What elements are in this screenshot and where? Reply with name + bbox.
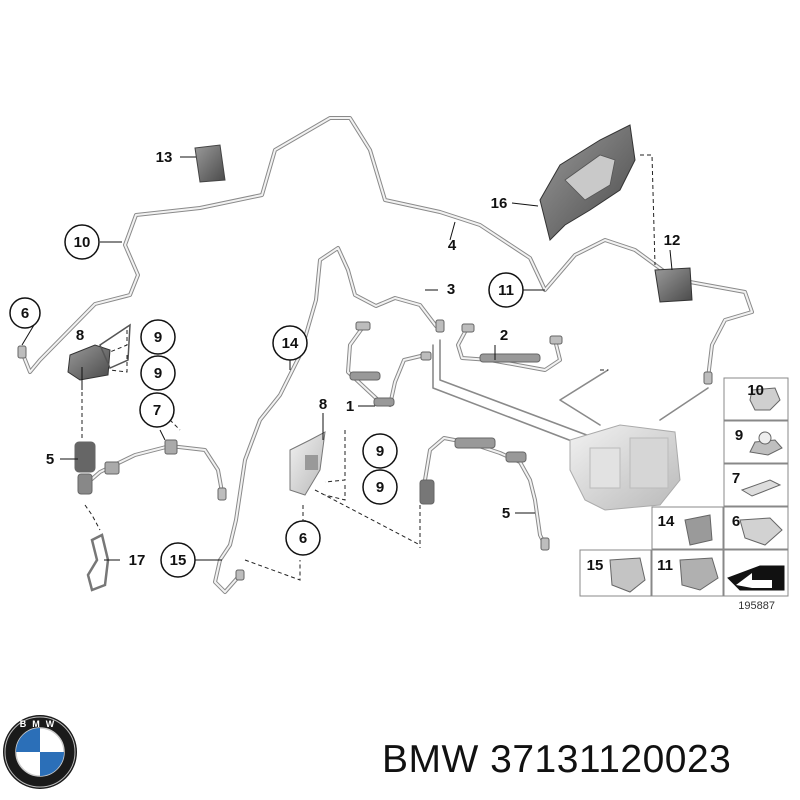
abs-unit-part [569, 424, 681, 511]
bracket-8-left-part [67, 323, 131, 381]
callout-15: 15 [170, 552, 187, 569]
diagram-number: 195887 [738, 600, 775, 612]
legend-label-14: 14 [658, 513, 675, 530]
logo-letters: BMW [20, 719, 61, 729]
callout-3: 3 [447, 281, 455, 298]
parts-legend: 10 9 7 14 6 15 11 195887 [579, 377, 789, 612]
callout-9-a: 9 [154, 329, 162, 346]
legend-label-9: 9 [735, 427, 743, 444]
callout-9-d: 9 [376, 479, 384, 496]
callout-8-right: 8 [319, 396, 327, 413]
callout-5-left: 5 [46, 451, 54, 468]
callout-4: 4 [448, 237, 457, 254]
callouts: 13 10 6 8 9 9 7 5 17 15 14 8 9 9 6 1 2 3… [9, 149, 681, 578]
legend-label-7: 7 [732, 470, 740, 487]
bracket-13-part [194, 144, 226, 183]
callout-9-c: 9 [376, 443, 384, 460]
callout-6-left: 6 [21, 305, 29, 322]
callout-11: 11 [498, 282, 514, 299]
callout-12: 12 [664, 232, 681, 249]
line-fittings [17, 319, 713, 581]
brake-lines [20, 116, 754, 594]
part-caption: BMW 37131120023 [382, 738, 732, 781]
callout-8-left: 8 [76, 327, 84, 344]
callout-10: 10 [74, 234, 91, 251]
callout-14: 14 [282, 335, 299, 352]
abs-bracket-16-part [539, 124, 636, 241]
legend-label-6: 6 [732, 513, 740, 530]
sensor-12-part [654, 267, 693, 303]
callout-13: 13 [156, 149, 173, 166]
legend-icons [609, 387, 785, 593]
legend-label-15: 15 [587, 557, 604, 574]
bracket-17-part [86, 533, 110, 592]
callout-2: 2 [500, 327, 508, 344]
callout-5-right: 5 [502, 505, 510, 522]
callout-1: 1 [346, 398, 354, 415]
callout-7: 7 [153, 402, 161, 419]
bracket-8-right-part [289, 431, 326, 496]
callout-17: 17 [129, 552, 146, 569]
callout-6-right: 6 [299, 530, 307, 547]
bmw-logo: BMW [3, 715, 77, 789]
legend-label-11: 11 [657, 557, 673, 574]
callout-16: 16 [491, 195, 508, 212]
legend-label-10: 10 [747, 382, 764, 399]
callout-9-b: 9 [154, 365, 162, 382]
